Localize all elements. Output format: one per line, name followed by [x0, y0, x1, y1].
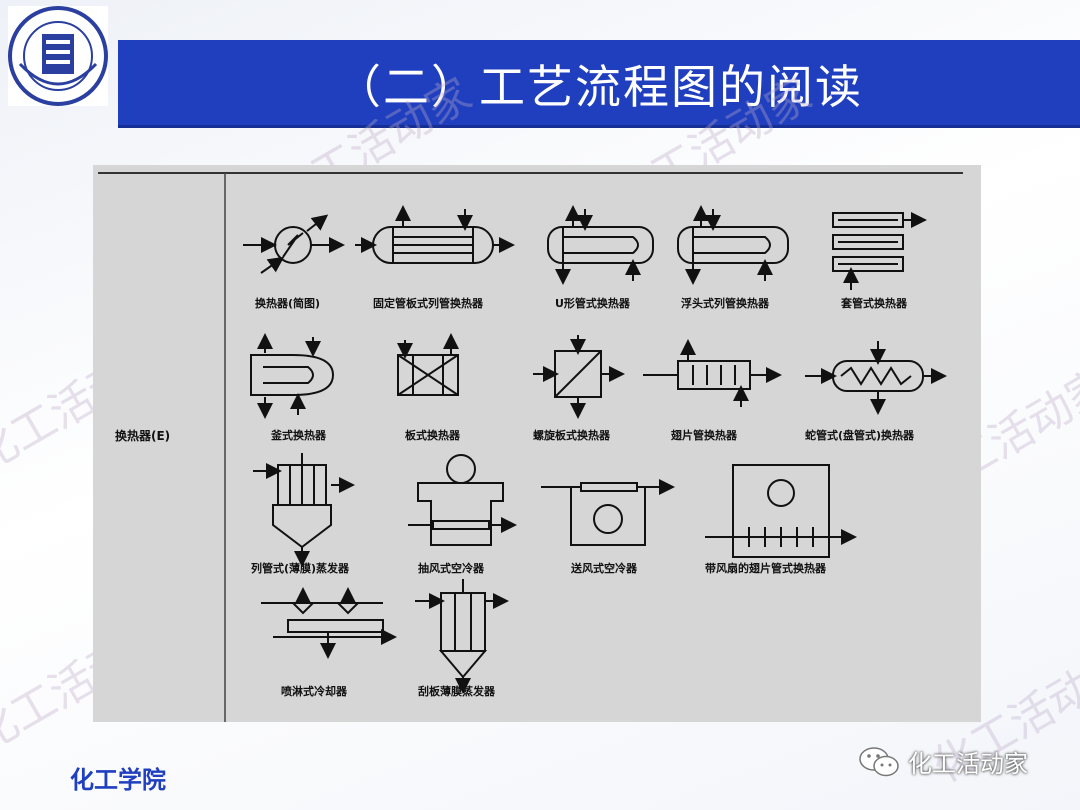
symbol-label: 抽风式空冷器: [418, 562, 484, 575]
u-tube-exchanger-symbol: [547, 205, 654, 285]
symbol-label: 套管式换热器: [841, 297, 907, 310]
footer-account-name: 化工活动家: [908, 750, 1028, 778]
slide-title: （二）工艺流程图的阅读: [335, 60, 863, 114]
plate-exchanger-symbol: [397, 333, 459, 396]
induced-draft-air-cooler-symbol: [408, 454, 517, 546]
fan-finned-tube-exchanger-symbol: [705, 464, 857, 558]
symbol-label: 螺旋板式换热器: [533, 429, 610, 442]
symbol-label: 板式换热器: [405, 429, 460, 442]
symbol-label: U形管式换热器: [555, 297, 630, 310]
symbol-label: 翅片管换热器: [671, 429, 737, 442]
symbol-label: 送风式空冷器: [571, 562, 637, 575]
symbol-label: 列管式(薄膜)蒸发器: [251, 562, 350, 575]
forced-draft-air-cooler-symbol: [541, 479, 675, 546]
university-seal-icon: [8, 6, 108, 106]
title-bar: （二）工艺流程图的阅读: [118, 40, 1080, 128]
equipment-symbol-figure: 换热器(E) 换热器(简图) 固定管板式列管换热器 U形管式换热器 浮头式列管换…: [93, 165, 981, 722]
symbol-label: 浮头式列管换热器: [681, 297, 769, 310]
finned-tube-exchanger-symbol: [643, 339, 782, 407]
coil-exchanger-symbol: [805, 341, 947, 415]
symbol-label: 喷淋式冷却器: [281, 685, 347, 698]
double-pipe-exchanger-symbol: [832, 212, 927, 290]
symbol-label: 釜式换热器: [271, 429, 326, 442]
fixed-tubesheet-exchanger-symbol: [355, 205, 515, 264]
kettle-reboiler-symbol: [250, 333, 335, 419]
scraped-film-evaporator-symbol: [415, 579, 509, 694]
symbol-label: 换热器(简图): [255, 297, 321, 310]
floating-head-exchanger-symbol: [677, 205, 789, 285]
footer-account: 化工活动家: [858, 744, 1028, 779]
equipment-category-label: 换热器(E): [115, 429, 171, 443]
symbol-label: 蛇管式(盘管式)换热器: [805, 429, 915, 442]
film-evaporator-symbol: [253, 453, 355, 567]
spiral-plate-exchanger-symbol: [533, 335, 625, 419]
symbol-label: 带风扇的翅片管式换热器: [705, 562, 826, 575]
exchanger-simple-symbol: [243, 214, 345, 274]
wechat-icon: [859, 746, 899, 776]
symbol-label: 固定管板式列管换热器: [373, 297, 483, 310]
footer-school-name: 化工学院: [70, 766, 166, 794]
symbol-drawings: [98, 172, 963, 722]
spray-cooler-symbol: [261, 587, 397, 659]
symbol-label: 刮板薄膜蒸发器: [418, 685, 495, 698]
